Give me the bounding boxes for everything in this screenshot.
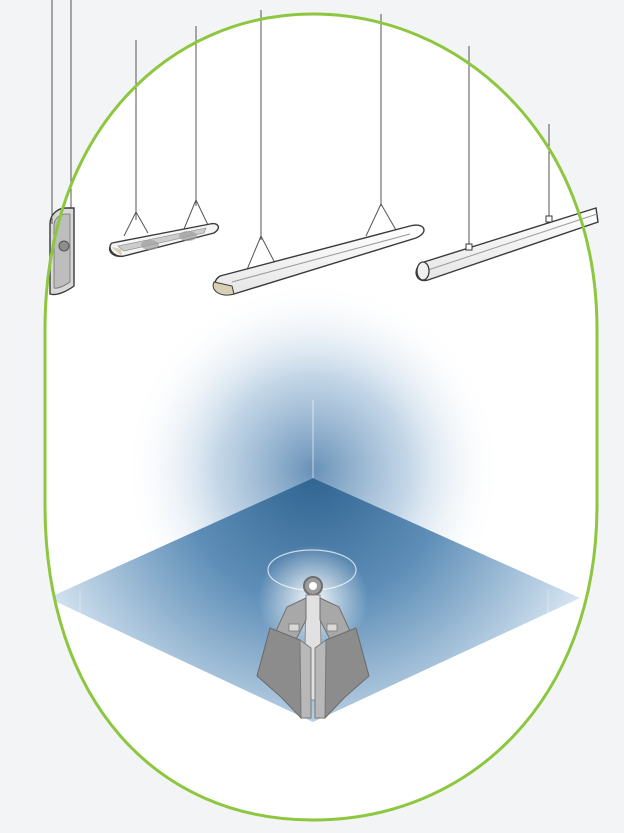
suspended-fixture-small-vertical [50, 208, 74, 295]
